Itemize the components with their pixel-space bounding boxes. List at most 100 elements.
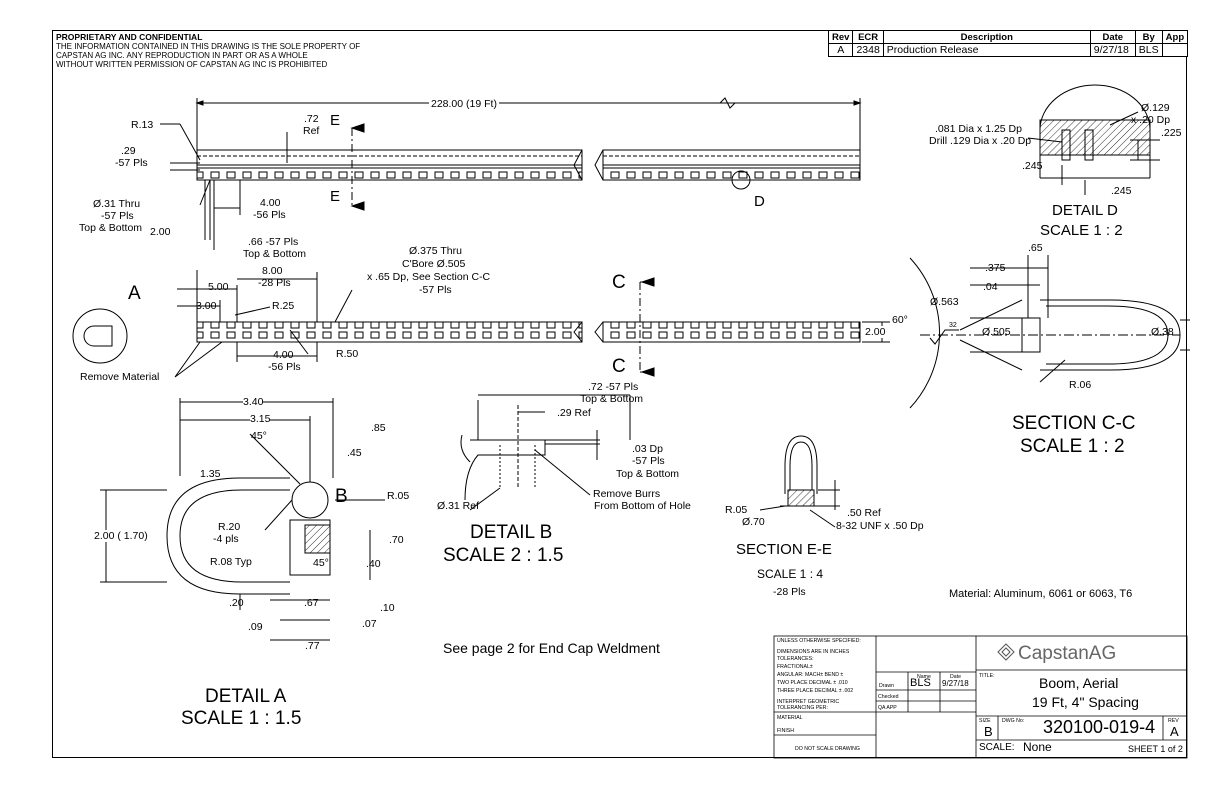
detail-d-note: Drill .129 Dia x .20 Dp [929,135,1032,147]
detail-a-title: DETAIL A [205,686,287,707]
proprietary-heading: PROPRIETARY AND CONFIDENTIAL [56,32,203,42]
section-c-label: C [612,272,626,293]
section-ee-title: SECTION E-E [736,541,832,558]
tb-rev: A [1170,724,1179,739]
dim07: .07 [362,618,377,630]
detail-d-note: .081 Dia x 1.25 Dp [935,123,1022,135]
dim72: .72 -57 Pls [588,381,639,393]
r50-dim: R.50 [336,348,359,360]
drawing-title-line2: 19 Ft, 4" Spacing [1032,694,1139,710]
tb-three: THREE PLACE DECIMAL ± .002 [777,688,854,694]
proprietary-notice: PROPRIETARY AND CONFIDENTIAL THE INFORMA… [56,32,360,70]
section-cc-title: SECTION C-C [1012,413,1136,434]
dim400-qty: -56 Pls [253,209,286,221]
tb-frac: FRACTIONAL± [777,664,813,670]
tb-noscale: DO NOT SCALE DRAWING [795,746,860,752]
dim400-front-qty: -56 Pls [268,361,301,373]
tb-dims: DIMENSIONS ARE IN INCHES [777,649,850,655]
dim29-ref: .29 Ref [557,407,591,419]
company-logo: CapstanAG [1018,643,1117,664]
dim03-note: Top & Bottom [616,468,680,480]
dim77: .77 [305,640,320,652]
dim200-170: 2.00 ( 1.70) [94,530,148,542]
section-cc-geometry [909,255,1190,409]
dim04: .04 [983,281,998,293]
top-view [160,97,862,250]
tb-sheet: SHEET 1 of 2 [1128,744,1183,754]
counterbore-hole: Ø.375 Thru [409,245,462,257]
dim400-front: 4.00 [273,349,294,361]
dim800: 8.00 [262,265,283,277]
tb-material: MATERIAL [777,715,803,721]
front-view [72,270,890,378]
tb-tol: TOLERANCES: [777,656,814,662]
dim10: .10 [380,602,395,614]
dim50-ref: .50 Ref [847,507,881,519]
counterbore-dia: C'Bore Ø.505 [402,258,466,270]
dim200-front: 2.00 [865,326,886,338]
dim375: .375 [985,262,1006,274]
ecr-cell: 2348 [852,43,884,57]
app-cell [1161,43,1189,57]
dim66-note: Top & Bottom [243,248,307,260]
detail-b-geometry [460,394,631,511]
tb-drawn-label: Drawn [879,683,894,689]
tb-qa: QA APP [878,705,897,711]
dia505: Ø.505 [982,326,1011,338]
dim70: .70 [389,534,404,546]
ref72-note: Ref [303,125,320,137]
material-note: Material: Aluminum, 6061 or 6063, T6 [949,588,1133,600]
tb-drawn-name: BLS [910,677,931,689]
see-page-note: See page 2 for End Cap Weldment [443,640,660,656]
section-e-label: E [330,188,341,205]
dim245: .245 [1022,160,1043,172]
dim200-top: 2.00 [150,226,171,238]
proprietary-line: CAPSTAN AG INC. ANY REPRODUCTION IN PART… [56,51,308,60]
tb-size-header: SIZE [979,718,991,724]
tb-drawn-date: 9/27/18 [942,679,969,688]
thread-callout: 8-32 UNF x .50 Dp [836,520,924,532]
proprietary-line: WITHOUT WRITTEN PERMISSION OF CAPSTAN AG… [56,60,328,69]
angle45: 45° [251,430,267,442]
tb-interp: INTERPRET GEOMETRIC [777,699,840,705]
dim500: 5.00 [208,281,229,293]
detail-b-scale: SCALE 2 : 1.5 [443,545,564,566]
detail-b-callout: B [335,486,348,507]
burr-note: Remove Burrs [593,488,661,500]
dim400-top: 4.00 [260,197,281,209]
r25-dim: R.25 [272,300,295,312]
section-e-label: E [330,112,341,129]
dia70: Ø.70 [742,516,765,528]
tb-unless: UNLESS OTHERWISE SPECIFIED: [777,638,861,644]
detail-a-geometry [100,398,385,641]
r13-dim: R.13 [131,119,154,131]
r08-typ: R.08 Typ [210,556,252,568]
dim29-qty: -57 Pls [115,157,148,169]
by-cell: BLS [1134,43,1163,57]
dia563: Ø.563 [930,296,959,308]
description-cell: Production Release [882,43,1091,57]
r05-dim: R.05 [387,490,410,502]
table-row: A 2348 Production Release 9/27/18 BLS [827,43,1189,57]
dim67: .67 [304,597,319,609]
section-ee-qty: -28 Pls [773,586,806,598]
date-cell: 9/27/18 [1089,43,1136,57]
drawing-title-line1: Boom, Aerial [1039,675,1119,691]
r20-qty: -4 pls [213,533,239,545]
tb-ang: ANGULAR: MACH± BEND ± [777,672,844,678]
overall-length-dim: 228.00 (19 Ft) [429,98,499,110]
section-ee-geometry [759,435,840,528]
hole31-note: Top & Bottom [79,222,143,234]
detail-b-title: DETAIL B [470,522,553,543]
r20-dim: R.20 [218,521,241,533]
dim72-note: Top & Bottom [580,393,644,405]
remove-material-note: Remove Material [80,371,160,383]
dim315: 3.15 [250,413,271,425]
angle60: 60° [892,314,908,326]
hole31-qty: -57 Pls [101,210,134,222]
tb-checked: Checked [878,694,899,700]
dim135: 1.35 [200,468,221,480]
angle45-b: 45° [313,557,329,569]
drawing-number: 320100-019-4 [1043,717,1156,737]
section-c-label: C [612,356,626,377]
